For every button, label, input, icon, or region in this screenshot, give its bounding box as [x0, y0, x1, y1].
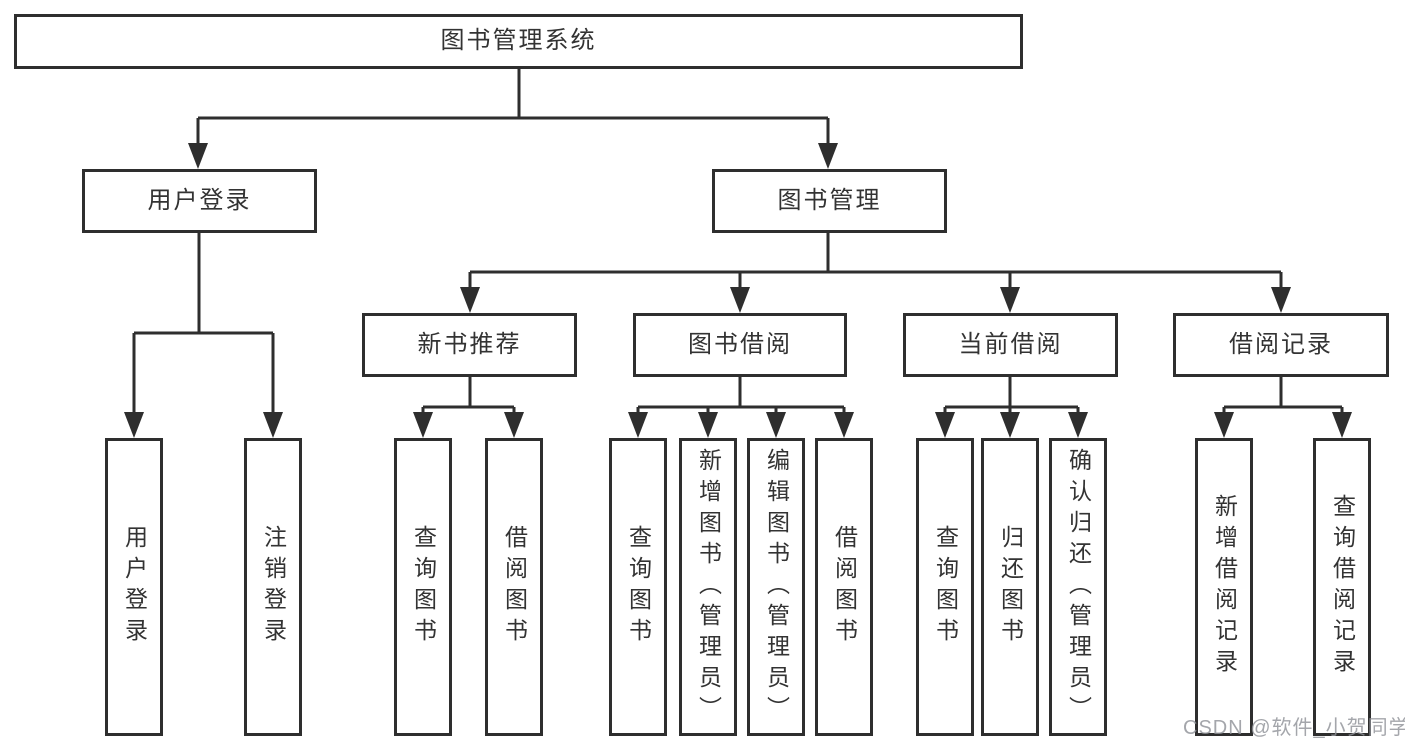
- leaf-confirm-return-admin: 确认归还（管理员）: [1049, 438, 1107, 736]
- connector-arrowhead: [1000, 412, 1020, 438]
- leaf-query-books-borrow: 查询图书: [609, 438, 667, 736]
- connector-arrowhead: [834, 412, 854, 438]
- connector-arrowhead: [935, 412, 955, 438]
- connector-root-branch: [196, 69, 830, 150]
- connector-arrowhead: [698, 412, 718, 438]
- connector-arrowhead: [124, 412, 144, 438]
- leaf-user-login: 用户登录: [105, 438, 163, 736]
- connector-user-login-branch: [132, 233, 275, 420]
- node-book-borrowing: 图书借阅: [633, 313, 847, 377]
- connector-arrowhead: [628, 412, 648, 438]
- node-borrowing-records: 借阅记录: [1173, 313, 1389, 377]
- leaf-add-books-admin: 新增图书（管理员）: [679, 438, 737, 736]
- connector-arrowhead: [730, 287, 750, 313]
- node-user-login: 用户登录: [82, 169, 317, 233]
- leaf-query-books-current: 查询图书: [916, 438, 974, 736]
- node-book-management: 图书管理: [712, 169, 947, 233]
- node-root-system-title: 图书管理系统: [14, 14, 1023, 69]
- node-new-book-recommendation: 新书推荐: [362, 313, 577, 377]
- connector-arrowhead: [1068, 412, 1088, 438]
- connector-arrowhead: [1000, 287, 1020, 313]
- leaf-edit-books-admin: 编辑图书（管理员）: [747, 438, 805, 736]
- connector-new-book-branch: [421, 377, 516, 422]
- leaf-logout: 注销登录: [244, 438, 302, 736]
- leaf-borrow-books-recommend: 借阅图书: [485, 438, 543, 736]
- leaf-return-books: 归还图书: [981, 438, 1039, 736]
- leaf-add-borrow-record: 新增借阅记录: [1195, 438, 1253, 736]
- csdn-watermark: CSDN @软件_小贺同学: [1183, 717, 1405, 739]
- connector-arrowhead: [1332, 412, 1352, 438]
- connector-arrowhead: [504, 412, 524, 438]
- connector-arrowhead: [1214, 412, 1234, 438]
- connector-arrowhead: [460, 287, 480, 313]
- connector-current-borrow-branch: [943, 377, 1080, 422]
- connector-arrowhead: [263, 412, 283, 438]
- connector-arrowhead: [413, 412, 433, 438]
- connector-borrow-record-branch: [1222, 377, 1344, 422]
- connector-arrowhead: [766, 412, 786, 438]
- connector-book-borrow-branch: [636, 377, 846, 422]
- leaf-query-books-recommend: 查询图书: [394, 438, 452, 736]
- connector-arrowhead: [1271, 287, 1291, 313]
- leaf-query-borrow-record: 查询借阅记录: [1313, 438, 1371, 736]
- node-current-borrowing: 当前借阅: [903, 313, 1118, 377]
- connector-book-mgmt-branch: [468, 233, 1283, 295]
- connector-arrowhead: [188, 143, 208, 169]
- connector-arrowhead: [818, 143, 838, 169]
- leaf-borrow-books: 借阅图书: [815, 438, 873, 736]
